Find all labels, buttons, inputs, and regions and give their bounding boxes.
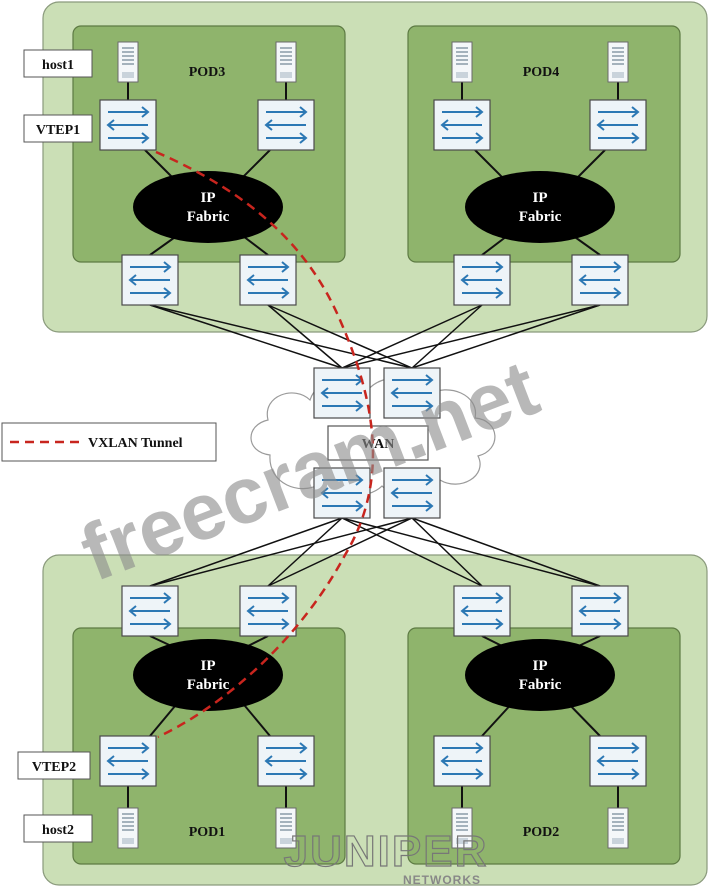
svg-text:host2: host2 [42,823,74,838]
svg-text:NETWORKS: NETWORKS [403,873,481,887]
switch-icon [433,735,491,787]
ip-fabric-pod2: IP Fabric [465,639,615,711]
svg-text:Fabric: Fabric [187,209,230,225]
wan-links-top [149,304,601,369]
host2-label: host2 [23,814,93,843]
svg-text:IP: IP [201,658,216,674]
pod2-label: POD2 [523,825,560,840]
ip-fabric-pod1: IP Fabric [133,639,283,711]
switch-icon [571,585,629,637]
server-icon [607,807,629,849]
svg-text:IP: IP [201,190,216,206]
svg-text:Fabric: Fabric [519,677,562,693]
svg-text:VTEP2: VTEP2 [32,760,76,775]
ip-fabric-pod3: IP Fabric [133,171,283,243]
pod1-label: POD1 [189,825,226,840]
pod4-label: POD4 [523,65,560,80]
pod3-label: POD3 [189,65,226,80]
switch-icon-vtep2 [99,735,157,787]
legend: VXLAN Tunnel [1,422,217,462]
juniper-logo: JUNIPER NETWORKS [283,826,489,887]
switch-icon [257,735,315,787]
switch-icon [257,99,315,151]
wan-label: WAN [327,425,429,461]
svg-text:host1: host1 [42,58,74,73]
switch-icon [589,99,647,151]
wan-links-bottom [149,517,601,587]
svg-text:IP: IP [533,190,548,206]
server-icon [607,41,629,83]
server-icon [451,41,473,83]
switch-icon [433,99,491,151]
server-icon-host2 [117,807,139,849]
svg-text:IP: IP [533,658,548,674]
svg-text:WAN: WAN [362,437,395,452]
vtep1-label: VTEP1 [23,114,93,143]
host1-label: host1 [23,49,93,78]
vxlan-tunnel-path [155,150,375,739]
legend-text: VXLAN Tunnel [88,436,183,451]
switch-icon [239,254,297,306]
svg-text:VTEP1: VTEP1 [36,123,80,138]
switch-icon-vtep1 [99,99,157,151]
switch-icon [239,585,297,637]
svg-text:Fabric: Fabric [187,677,230,693]
server-icon-host1 [117,41,139,83]
svg-text:Fabric: Fabric [519,209,562,225]
switch-icon [589,735,647,787]
switch-icon [571,254,629,306]
svg-text:JUNIPER: JUNIPER [284,827,489,876]
switch-icon [453,585,511,637]
switch-icon [121,254,179,306]
ip-fabric-pod4: IP Fabric [465,171,615,243]
vtep2-label: VTEP2 [17,751,91,780]
switch-icon [453,254,511,306]
switch-icon [121,585,179,637]
server-icon [275,41,297,83]
